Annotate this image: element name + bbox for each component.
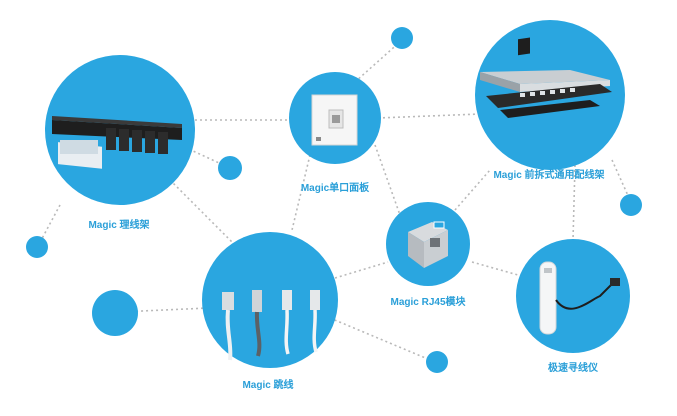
- connector-line: [454, 169, 491, 211]
- front-rack-image: [480, 37, 612, 118]
- node-tracer: [516, 239, 630, 353]
- connector-line: [374, 144, 401, 216]
- connector-line: [471, 261, 519, 276]
- connector-line: [334, 261, 389, 279]
- accent-dot: [391, 27, 413, 49]
- node-wall-plate: [289, 72, 381, 164]
- connector-line: [329, 317, 436, 363]
- accent-dot: [426, 351, 448, 373]
- accent-dots: [26, 27, 642, 373]
- connector-line: [169, 179, 241, 251]
- accent-dot: [620, 194, 642, 216]
- connector-line: [377, 113, 481, 119]
- wall-plate-label: Magic单口面板: [300, 183, 370, 194]
- tracer-label: 极速寻线仪: [548, 363, 598, 374]
- accent-dot: [92, 290, 138, 336]
- connector-line: [354, 39, 403, 83]
- rj45-label: Magic RJ45模块: [390, 297, 466, 308]
- node-patch-cord: [202, 232, 338, 368]
- accent-dot: [26, 236, 48, 258]
- patch-cord-image: [222, 290, 320, 361]
- connector-line: [611, 159, 631, 201]
- front-rack-label: Magic 前拆式通用配线架: [493, 170, 605, 181]
- node-patch-panel: [45, 55, 195, 205]
- node-front-rack: [475, 20, 625, 170]
- rj45-image: [408, 221, 448, 268]
- node-rj45: [386, 202, 470, 286]
- patch-cord-label: Magic 跳线: [242, 380, 294, 391]
- patch-panel-label: Magic 理线架: [88, 220, 150, 231]
- patch-panel-image: [52, 116, 182, 169]
- accent-dot: [218, 156, 242, 180]
- wall-plate-image: [311, 94, 358, 146]
- tracer-image: [539, 261, 620, 335]
